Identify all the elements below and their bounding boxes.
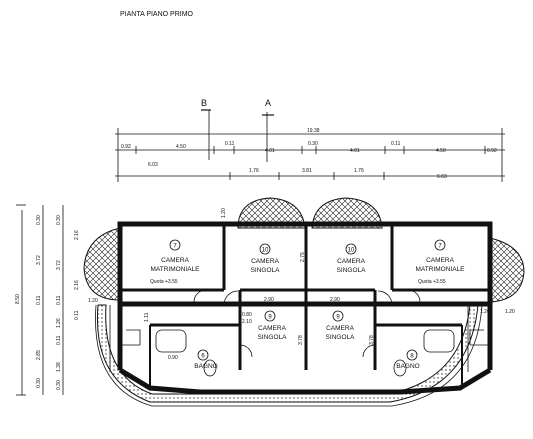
dim-c2-4: 0.11 [56,335,62,345]
dim-c3-2: 0.11 [74,310,80,320]
dim-c2-5: 1.38 [56,362,62,372]
dim-c2-2: 0.11 [56,295,62,305]
label-mid-left: 2.90 [264,297,274,303]
planters [83,197,525,303]
room-quota: Quota +3.55 [150,279,178,285]
room-2: 10 CAMERA SINGOLA [251,243,281,274]
room-name-line1: CAMERA [251,258,279,265]
room-6: 9 CAMERA SINGOLA [326,310,356,341]
doors [193,289,421,358]
dim-r3-1: 1.76 [249,168,259,174]
dim-c1-4: 0.30 [36,378,42,388]
room-7: 6 BAGNO [194,349,218,370]
room-number: 7 [438,244,442,250]
room-name-line2: MATRIMONIALE [416,266,466,273]
dim-r2-3: 4.01 [265,148,275,154]
dim-c2-1: 3.72 [56,260,62,270]
room-number-circle [406,349,418,361]
room-number: 10 [262,248,269,254]
room-4: 7 CAMERA MATRIMONIALE Quota +3.55 [416,239,466,285]
dim-r3-2: 3.81 [302,168,312,174]
dim-c2-0: 0.30 [56,215,62,225]
dim-r2-5: 4.01 [350,148,360,154]
room-number-circle [264,310,276,322]
room-name-line1: CAMERA [161,257,189,264]
dim-r3-0: 6.03 [148,162,158,168]
room-name-line1: CAMERA [258,325,286,332]
dim-c1-3: 2.85 [36,350,42,360]
room-quota: Quota +3.55 [418,279,446,285]
dim-r2-4: 0.30 [308,141,318,147]
room-name-line1: CAMERA [326,325,354,332]
dim-r3-3: 1.76 [354,168,364,174]
room-name-line1: CAMERA [426,257,454,264]
label-w-210: 2.10 [242,319,252,325]
label-w-111: 1.11 [144,312,150,322]
dim-r3-4: 6.03 [437,174,447,180]
dim-r2-1: 4.50 [176,144,186,150]
room-8: 8 BAGNO [396,349,420,370]
room-name-line2: SINGOLA [251,267,281,274]
room-name-line1: BAGNO [194,363,217,370]
dim-r2-6: 0.11 [391,141,401,147]
label-w-80: 0.80 [242,312,252,318]
room-number-circle [197,349,209,361]
label-v-right: 3.78 [369,335,375,345]
room-number-circle [169,239,181,251]
room-name-line2: SINGOLA [326,334,356,341]
dim-r2-7: 4.50 [436,148,446,154]
dim-r2-8: 0.92 [487,148,497,154]
dim-c2-6: 0.30 [56,380,62,390]
room-name-line1: BAGNO [396,363,419,370]
room-number: 10 [348,248,355,254]
dim-c1-0: 0.30 [36,215,42,225]
plan-title: PIANTA PIANO PRIMO [120,11,194,18]
room-number: 9 [336,315,340,321]
room-number: 7 [173,244,177,250]
dim-c1-2: 0.11 [36,295,42,305]
dim-r2-2: 0.11 [225,141,235,147]
label-w-090: 0.90 [168,355,178,361]
top-dimensions: 19.38 0.92 4.50 0.11 4.01 0.30 4.01 0.11… [115,128,505,182]
dim-c1-1: 3.72 [36,255,42,265]
section-markers: B A [201,98,274,162]
room-1: 7 CAMERA MATRIMONIALE Quota +3.55 [150,239,201,285]
room-number: 9 [268,315,272,321]
room-name-line1: CAMERA [337,258,365,265]
bath-fixtures [118,329,492,377]
room-number: 8 [410,354,414,360]
dim-c3-1: 2.16 [74,280,80,290]
room-5: 9 CAMERA SINGOLA [258,310,288,341]
dim-c3-0: 2.16 [74,230,80,240]
misc-labels: 1.20 1.20 1.20 2.90 2.90 3.78 3.78 2.75 … [88,208,515,361]
dim-r2-0: 0.92 [121,144,131,150]
room-name-line2: SINGOLA [258,334,288,341]
section-a-label: A [265,98,271,108]
room-3: 10 CAMERA SINGOLA [337,243,367,274]
label-mid-right: 2.90 [330,297,340,303]
room-number-circle [434,239,446,251]
dim-left-total: 8.50 [15,294,21,304]
room-number-circle [345,243,357,255]
room-name-line2: MATRIMONIALE [151,266,201,273]
label-v-mid: 2.75 [300,252,306,262]
room-number: 6 [201,354,205,360]
label-h-top: 1.20 [221,208,227,218]
room-number-circle [332,310,344,322]
label-side-right: 1.20 [505,309,515,315]
label-balcony-w: 1.20 [480,309,490,315]
label-v-left: 3.78 [298,335,304,345]
label-side-left: 1.20 [88,298,98,304]
left-dimensions: 8.50 0.30 3.72 0.11 2.85 0.30 0.30 3.72 … [15,204,80,396]
room-number-circle [259,243,271,255]
section-b-label: B [201,98,207,108]
dim-c2-3: 1.26 [56,318,62,328]
room-name-line2: SINGOLA [337,267,367,274]
dim-total: 19.38 [307,128,320,134]
